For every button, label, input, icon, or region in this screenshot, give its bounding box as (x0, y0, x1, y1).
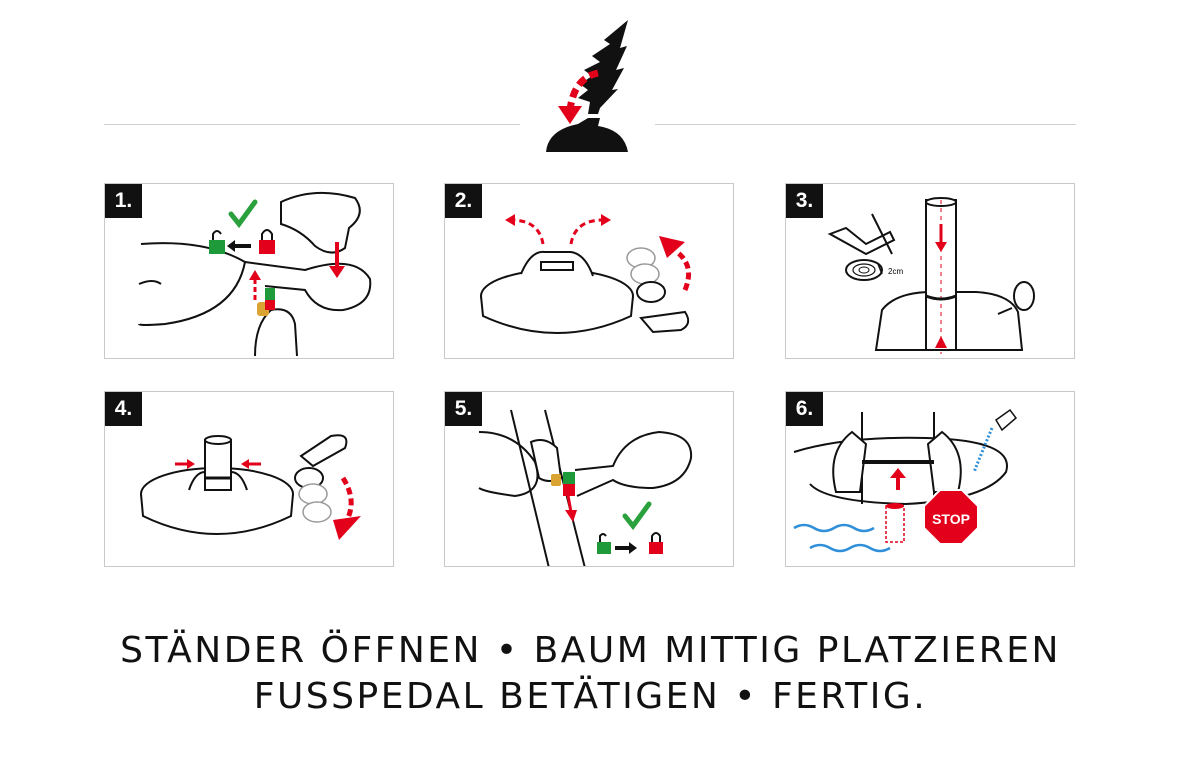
step-number-badge: 6. (786, 392, 823, 426)
step-4-illustration (140, 434, 361, 540)
step-panel-3: 2cm 3. (785, 183, 1075, 359)
tree-stand-logo-icon (546, 20, 628, 152)
step-panel-1: 1. (104, 183, 394, 359)
step-number-badge: 1. (105, 184, 142, 218)
step-1-illustration (138, 191, 372, 357)
header-rule-left (104, 124, 520, 125)
stop-sign-label: STOP (932, 511, 970, 527)
step-number-badge: 5. (445, 392, 482, 426)
caption-line-1: STÄNDER ÖFFNEN • BAUM MITTIG PLATZIEREN (120, 630, 1061, 671)
stop-sign-icon (923, 489, 979, 545)
step-panel-6: STOP 6. (785, 391, 1075, 567)
step-panel-5: 5. (444, 391, 734, 567)
header-rule-right (655, 124, 1076, 125)
step-2-illustration (480, 214, 692, 334)
step-number-badge: 2. (445, 184, 482, 218)
step-6-illustration: STOP (793, 408, 1018, 553)
step-5-illustration (478, 409, 693, 566)
measure-label: 2cm (888, 267, 903, 276)
step-panel-2: 2. (444, 183, 734, 359)
step-panel-4: 4. (104, 391, 394, 567)
caption-line-2: FUSSPEDAL BETÄTIGEN • FERTIG. (253, 676, 928, 717)
step-number-badge: 3. (786, 184, 823, 218)
step-3-illustration: 2cm (827, 197, 1035, 354)
step-number-badge: 4. (105, 392, 142, 426)
